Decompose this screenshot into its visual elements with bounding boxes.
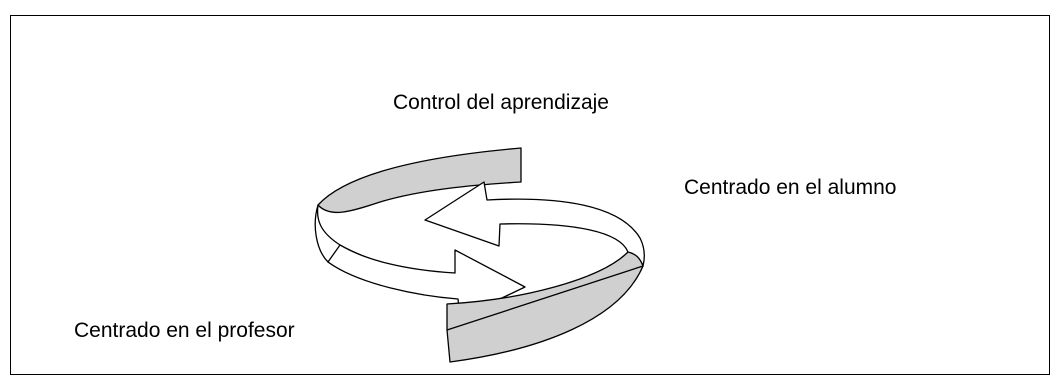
control-label: Control del aprendizaje (393, 91, 609, 114)
upper-band-top-face (317, 147, 522, 214)
cycle-arrows-diagram (314, 147, 645, 363)
teacher-centered-label: Centrado en el profesor (74, 319, 295, 342)
student-centered-label: Centrado en el alumno (684, 176, 897, 199)
left-pointing-arrow (424, 181, 645, 267)
lower-band-bottom-strip (446, 265, 644, 363)
